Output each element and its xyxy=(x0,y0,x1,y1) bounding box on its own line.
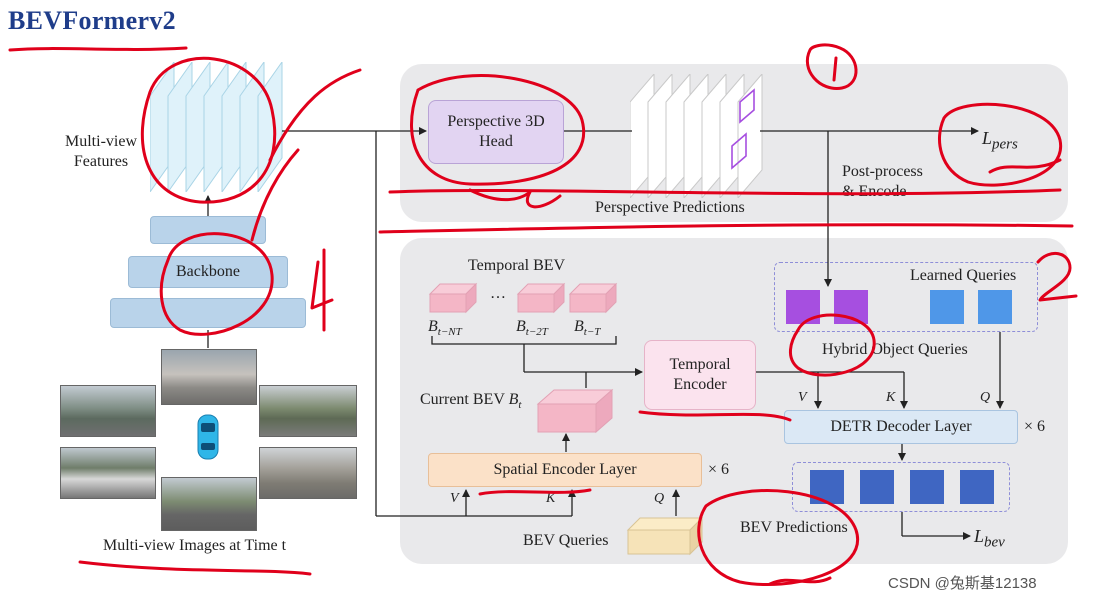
learned-query-2 xyxy=(978,290,1012,324)
perspective-predictions-stack xyxy=(629,72,770,200)
bev-pred-circle xyxy=(697,489,860,586)
images-caption: Multi-view Images at Time t xyxy=(103,537,287,554)
feature-arrow xyxy=(250,68,362,242)
perspective-predictions-label: Perspective Predictions xyxy=(595,199,745,216)
temporal-encoder: Temporal Encoder xyxy=(644,340,756,410)
multi-view-feature-stack xyxy=(149,60,290,194)
bev-prediction-3 xyxy=(910,470,944,504)
mark-1 xyxy=(805,43,858,90)
backbone-bottom-layer xyxy=(110,298,306,328)
camera-image-back xyxy=(161,477,257,531)
feature-planes-graphic xyxy=(149,60,283,194)
panel-divider-line xyxy=(378,223,1074,234)
detr-decoder-repeat: × 6 xyxy=(1024,418,1046,435)
feature-circle xyxy=(140,56,277,204)
learned-queries-label: Learned Queries xyxy=(910,267,1017,284)
bev-prediction-2 xyxy=(860,470,894,504)
camera-image-back-left xyxy=(60,447,156,499)
ego-car-icon xyxy=(196,413,220,461)
title-underline xyxy=(8,46,188,52)
hybrid-queries-group xyxy=(774,262,1038,332)
top-panel-line xyxy=(388,188,1062,196)
spatial-encoder-repeat: × 6 xyxy=(708,461,730,478)
spatial-input-q: Q xyxy=(654,491,665,506)
bev-predictions-group xyxy=(792,462,1010,512)
learned-query-1 xyxy=(930,290,964,324)
hybrid-queries-label: Hybrid Object Queries xyxy=(822,341,968,358)
detr-input-q: Q xyxy=(980,390,991,405)
bev-predictions-label: BEV Predictions xyxy=(740,519,848,536)
bev-prediction-4 xyxy=(960,470,994,504)
bev-queries-label: BEV Queries xyxy=(523,532,609,549)
camera-image-front-left xyxy=(60,385,156,437)
bev-label-t-t: Bt−T xyxy=(574,318,601,339)
bev-pred-scribble xyxy=(768,576,832,586)
prediction-planes-graphic xyxy=(629,72,763,200)
spatial-input-k: K xyxy=(546,491,556,506)
mark-2 xyxy=(1036,252,1078,302)
perspective-3d-head: Perspective 3D Head xyxy=(428,100,564,164)
camera-image-front-right xyxy=(259,385,357,437)
camera-image-front xyxy=(161,349,257,405)
bev-label-t-nt: Bt−NT xyxy=(428,318,462,339)
lpers-scribble xyxy=(988,158,1062,174)
mark-4 xyxy=(310,248,334,332)
head-scribble xyxy=(468,188,562,209)
caption-underline xyxy=(78,560,312,576)
detr-input-v: V xyxy=(798,390,807,405)
backbone-label: Backbone xyxy=(176,263,240,280)
bev-label-t-2t: Bt−2T xyxy=(516,318,548,339)
temporal-bev-label: Temporal BEV xyxy=(468,257,566,274)
head-circle xyxy=(410,74,586,186)
temporal-underline xyxy=(638,410,792,422)
features-label: Multi-view Features xyxy=(65,133,137,170)
detr-decoder-layer: DETR Decoder Layer xyxy=(784,410,1018,444)
csdn-watermark: CSDN @兔斯基12138 xyxy=(888,575,1037,592)
camera-image-back-right xyxy=(259,447,357,499)
loss-pers-label: Lpers xyxy=(982,128,1018,153)
temporal-bev-ellipsis: … xyxy=(490,285,506,302)
current-bev-label: Current BEV Bt xyxy=(420,391,522,412)
hybrid-circle xyxy=(789,313,876,377)
backbone-block: Backbone xyxy=(128,256,288,288)
spatial-encoder-layer: Spatial Encoder Layer xyxy=(428,453,702,487)
spatial-input-v: V xyxy=(450,491,459,506)
page-title: BEVFormerv2 xyxy=(8,6,176,35)
kv-underline xyxy=(478,488,592,496)
lpers-circle xyxy=(937,102,1062,187)
post-process-label: Post-process & Encode xyxy=(842,163,923,200)
loss-bev-label: Lbev xyxy=(974,526,1005,551)
backbone-circle xyxy=(159,232,274,336)
detr-input-k: K xyxy=(886,390,896,405)
